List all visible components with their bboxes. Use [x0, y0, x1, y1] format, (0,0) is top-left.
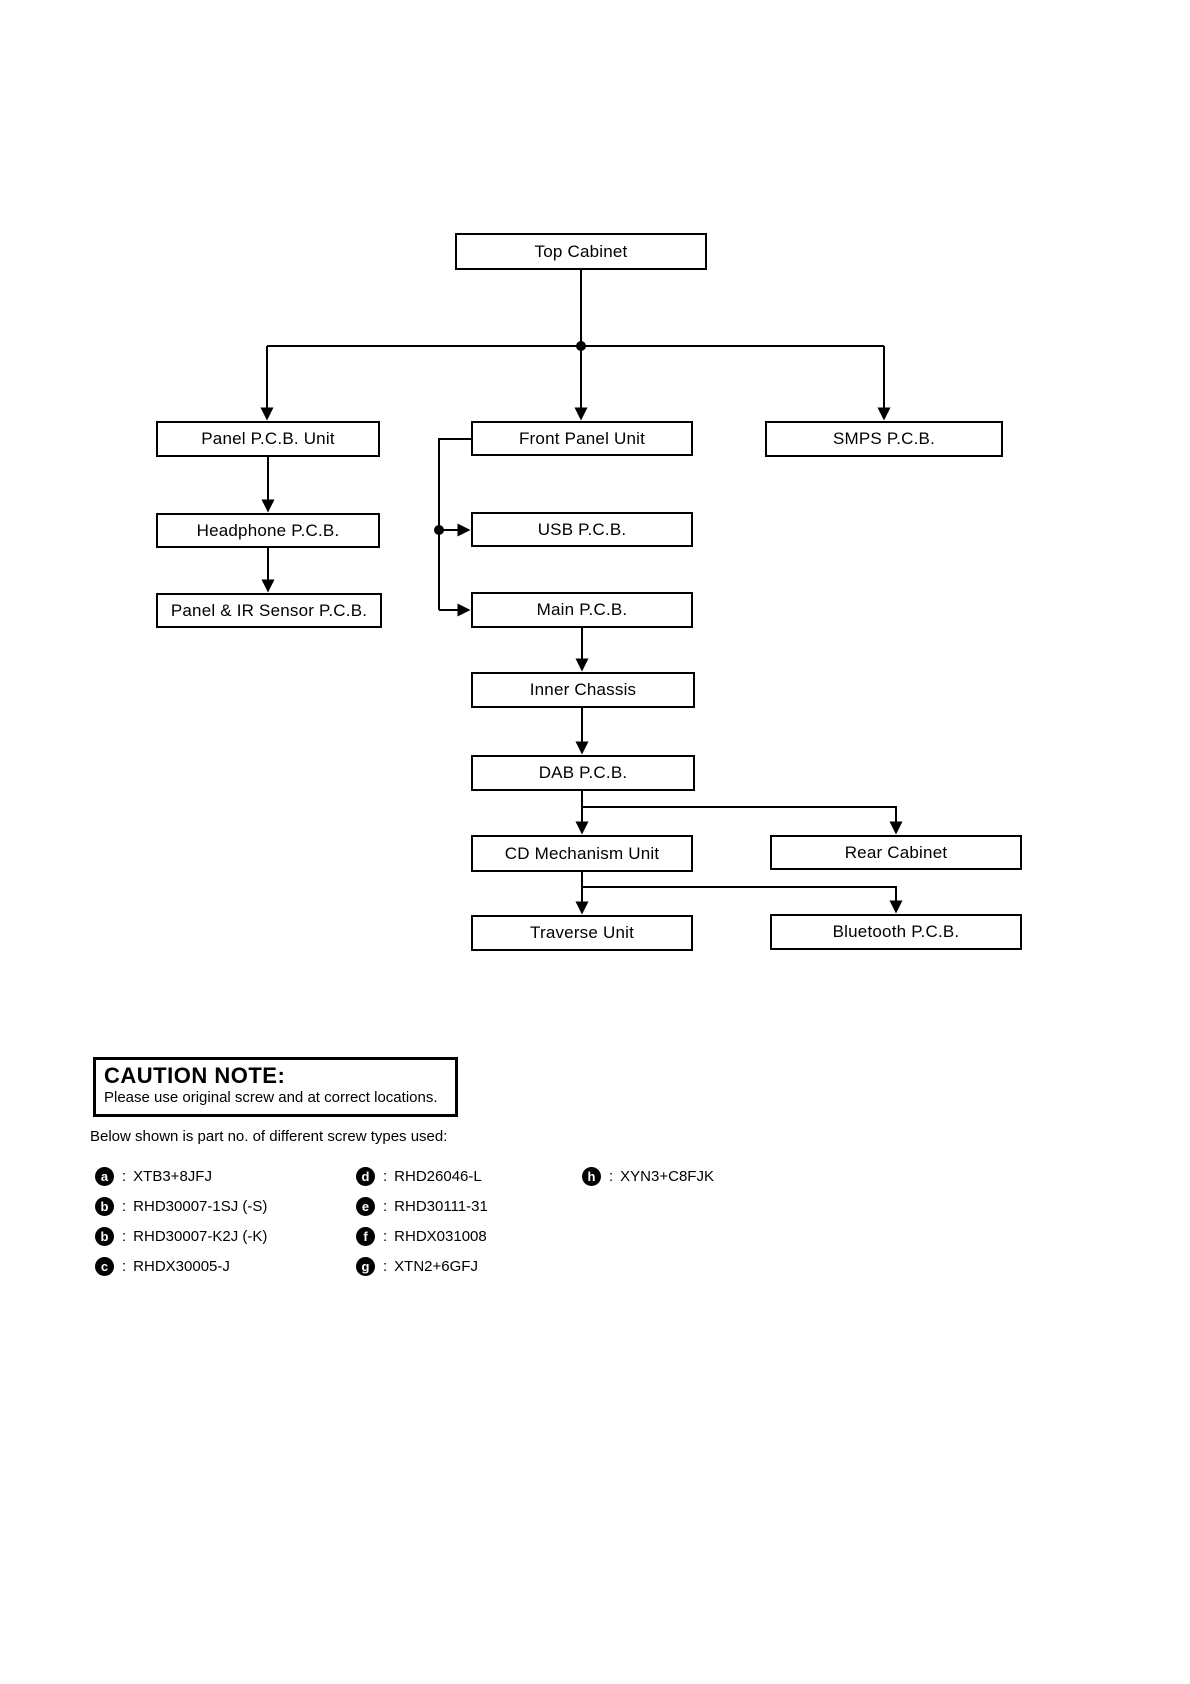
junction-dot-top [576, 341, 586, 351]
screw-list-intro: Below shown is part no. of different scr… [90, 1128, 448, 1145]
screw-part-number: RHDX031008 [394, 1227, 487, 1245]
screw-separator: : [122, 1227, 127, 1245]
caution-note-body: Please use original screw and at correct… [104, 1089, 438, 1107]
screw-separator: : [383, 1227, 388, 1245]
screw-separator: : [383, 1167, 388, 1185]
screw-badge: g [356, 1256, 375, 1276]
screw-badge: d [356, 1166, 375, 1186]
screw-separator: : [122, 1257, 127, 1275]
node-panel-pcb-unit: Panel P.C.B. Unit [156, 421, 380, 457]
screw-item: f : RHDX031008 [356, 1226, 487, 1246]
screw-part-number: RHD26046-L [394, 1167, 482, 1185]
node-smps-pcb: SMPS P.C.B. [765, 421, 1003, 457]
screw-part-number: RHD30111-31 [394, 1197, 488, 1215]
node-headphone-pcb: Headphone P.C.B. [156, 513, 380, 548]
node-main-pcb: Main P.C.B. [471, 592, 693, 628]
screw-part-number: XTB3+8JFJ [133, 1167, 212, 1185]
node-dab-pcb: DAB P.C.B. [471, 755, 695, 791]
screw-item: a : XTB3+8JFJ [95, 1166, 212, 1186]
screw-separator: : [383, 1257, 388, 1275]
screw-part-number: RHD30007-1SJ (-S) [133, 1197, 268, 1215]
screw-item: b : RHD30007-1SJ (-S) [95, 1196, 267, 1216]
screw-item: d : RHD26046-L [356, 1166, 482, 1186]
caution-note-title: CAUTION NOTE: [104, 1063, 286, 1088]
node-cd-mechanism-unit: CD Mechanism Unit [471, 835, 693, 872]
node-panel-ir-sensor-pcb: Panel & IR Sensor P.C.B. [156, 593, 382, 628]
screw-badge: b [95, 1226, 114, 1246]
screw-item: b : RHD30007-K2J (-K) [95, 1226, 267, 1246]
node-inner-chassis: Inner Chassis [471, 672, 695, 708]
caution-note-box: CAUTION NOTE: Please use original screw … [93, 1057, 458, 1117]
screw-badge: a [95, 1166, 114, 1186]
screw-separator: : [609, 1167, 614, 1185]
node-bluetooth-pcb: Bluetooth P.C.B. [770, 914, 1022, 950]
screw-badge: f [356, 1226, 375, 1246]
screw-separator: : [122, 1167, 127, 1185]
screw-part-number: RHD30007-K2J (-K) [133, 1227, 268, 1245]
node-traverse-unit: Traverse Unit [471, 915, 693, 951]
screw-part-number: XTN2+6GFJ [394, 1257, 478, 1275]
screw-badge: c [95, 1256, 114, 1276]
screw-separator: : [122, 1197, 127, 1215]
screw-item: e : RHD30111-31 [356, 1196, 488, 1216]
screw-part-number: RHDX30005-J [133, 1257, 230, 1275]
screw-separator: : [383, 1197, 388, 1215]
screw-item: g : XTN2+6GFJ [356, 1256, 478, 1276]
screw-item: h : XYN3+C8FJK [582, 1166, 714, 1186]
node-top-cabinet: Top Cabinet [455, 233, 707, 270]
node-front-panel-unit: Front Panel Unit [471, 421, 693, 456]
junction-dot-front-panel-branch [434, 525, 444, 535]
node-rear-cabinet: Rear Cabinet [770, 835, 1022, 870]
screw-badge: e [356, 1196, 375, 1216]
screw-badge: h [582, 1166, 601, 1186]
node-usb-pcb: USB P.C.B. [471, 512, 693, 547]
screw-part-number: XYN3+C8FJK [620, 1167, 714, 1185]
screw-badge: b [95, 1196, 114, 1216]
screw-item: c : RHDX30005-J [95, 1256, 230, 1276]
